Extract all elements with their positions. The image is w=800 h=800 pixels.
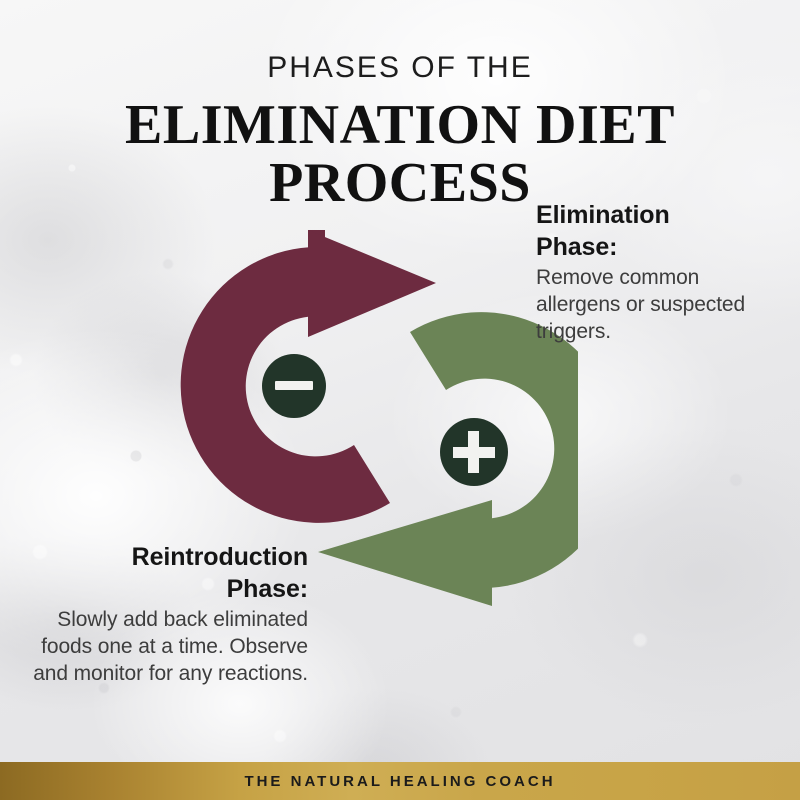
page-title: PHASES OF THE ELIMINATION DIET PROCESS	[0, 52, 800, 212]
title-headline-line2: PROCESS	[269, 151, 531, 214]
elimination-arrow-neck	[268, 259, 328, 307]
callout-elimination: Elimination Phase: Remove common allerge…	[536, 200, 786, 346]
reintroduction-arrowhead-tip	[318, 500, 492, 606]
callout-reintroduction-title: Reintroduction Phase:	[28, 542, 308, 605]
brand-name: THE NATURAL HEALING COACH	[244, 772, 556, 790]
title-kicker: PHASES OF THE	[267, 51, 533, 84]
callout-elimination-title-line1: Elimination	[536, 201, 670, 229]
elimination-arrowhead-tip	[308, 230, 436, 337]
elimination-arrow-shape	[180, 246, 390, 523]
callout-reintroduction: Reintroduction Phase: Slowly add back el…	[28, 542, 308, 688]
callout-reintroduction-title-line2: Phase:	[226, 574, 308, 603]
cycle-diagram	[180, 230, 578, 606]
minus-glyph-icon	[275, 381, 313, 390]
callout-reintroduction-body: Slowly add back eliminated foods one at …	[33, 608, 308, 685]
plus-glyph-icon-vertical	[468, 431, 479, 473]
title-headline: ELIMINATION DIET PROCESS	[0, 93, 800, 214]
title-headline-line1: ELIMINATION DIET	[125, 93, 675, 156]
callout-elimination-title: Elimination Phase:	[536, 200, 786, 263]
callout-elimination-body: Remove common allergens or suspected tri…	[536, 266, 746, 343]
reintroduction-arrow-shape	[410, 312, 578, 589]
callout-elimination-title-line2: Phase:	[536, 232, 618, 261]
callout-reintroduction-title-line1: Reintroduction	[131, 543, 308, 571]
footer-bar: THE NATURAL HEALING COACH	[0, 762, 800, 800]
